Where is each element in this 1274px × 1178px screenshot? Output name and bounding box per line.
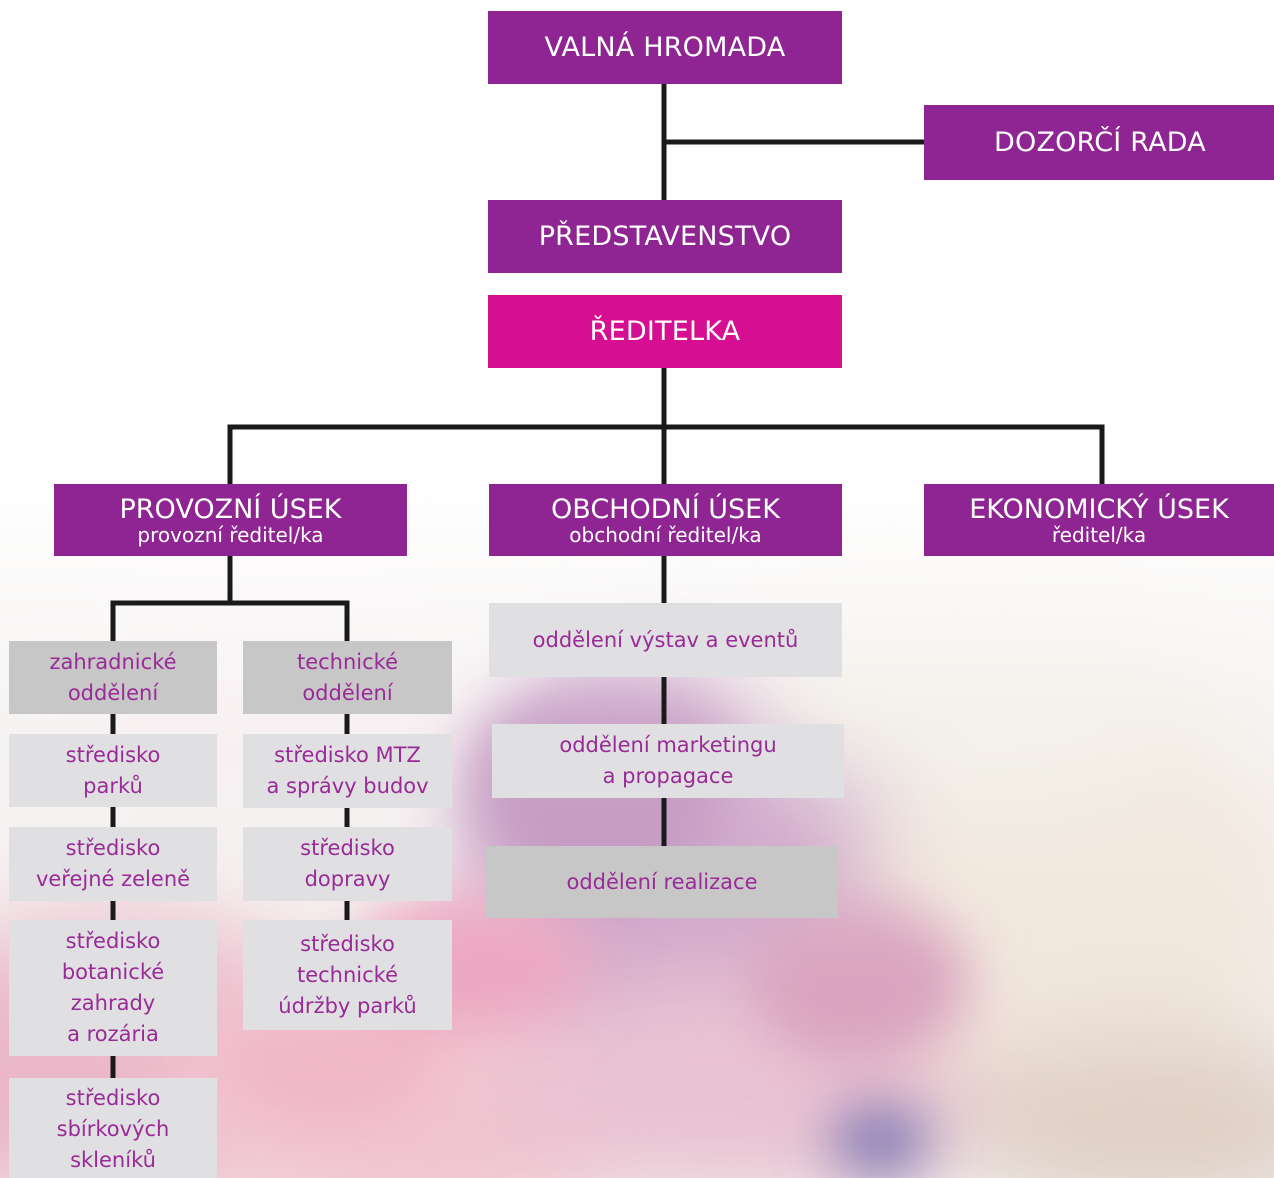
- operations-section-subtitle: provozní ředitel/ka: [137, 522, 324, 547]
- garden-dept-box: zahradnické oddělení: [9, 641, 217, 714]
- technical-dept-line: oddělení: [302, 680, 393, 705]
- greenhouses-centre-line: středisko: [65, 1086, 161, 1110]
- botanical-centre-line: a rozária: [67, 1022, 159, 1046]
- parks-centre-line: středisko: [65, 742, 161, 767]
- garden-dept-line: zahradnické: [49, 649, 177, 674]
- botanical-centre-line: botanické: [61, 960, 165, 984]
- public-green-centre-line: středisko: [65, 836, 161, 860]
- economic-section-subtitle: ředitel/ka: [1051, 522, 1147, 547]
- botanical-centre-line: zahrady: [70, 991, 156, 1015]
- garden-dept-line: oddělení: [67, 680, 159, 705]
- operations-section-title: PROVOZNÍ ÚSEK: [119, 493, 342, 525]
- director-label: ŘEDITELKA: [589, 315, 741, 347]
- realization-dept-box: oddělení realizace: [486, 846, 838, 918]
- operations-section-box: PROVOZNÍ ÚSEK provozní ředitel/ka: [54, 484, 407, 556]
- park-maintenance-centre-line: středisko: [300, 931, 395, 956]
- botanical-centre-line: středisko: [65, 929, 161, 953]
- greenhouses-centre-box: středisko sbírkových skleníků: [9, 1078, 217, 1178]
- marketing-dept-box: oddělení marketingu a propagace: [492, 724, 844, 798]
- exhibitions-dept-box: oddělení výstav a eventů: [489, 603, 842, 677]
- board-of-directors-box: PŘEDSTAVENSTVO: [488, 200, 842, 273]
- parks-centre-line: parků: [83, 773, 143, 798]
- mtz-centre-line: středisko MTZ: [274, 743, 421, 767]
- transport-centre-line: středisko: [300, 836, 395, 860]
- commercial-section-subtitle: obchodní ředitel/ka: [569, 522, 762, 547]
- general-meeting-label: VALNÁ HROMADA: [544, 31, 786, 63]
- transport-centre-line: dopravy: [304, 867, 391, 891]
- realization-dept-line: oddělení realizace: [566, 869, 758, 894]
- mtz-centre-line: a správy budov: [266, 774, 429, 798]
- parks-centre-box: středisko parků: [9, 734, 217, 807]
- exhibitions-dept-line: oddělení výstav a eventů: [532, 627, 799, 652]
- technical-dept-line: technické: [296, 649, 399, 674]
- public-green-centre-line: veřejné zeleně: [35, 867, 191, 891]
- commercial-section-box: OBCHODNÍ ÚSEK obchodní ředitel/ka: [489, 484, 842, 556]
- mtz-centre-box: středisko MTZ a správy budov: [243, 734, 452, 808]
- economic-section-box: EKONOMICKÝ ÚSEK ředitel/ka: [924, 484, 1274, 556]
- greenhouses-centre-line: skleníků: [70, 1148, 156, 1172]
- greenhouses-centre-line: sbírkových: [56, 1117, 170, 1141]
- transport-centre-box: středisko dopravy: [243, 827, 452, 901]
- director-box: ŘEDITELKA: [488, 295, 842, 368]
- park-maintenance-centre-line: technické: [296, 962, 399, 987]
- supervisory-board-label: DOZORČÍ RADA: [994, 126, 1206, 158]
- public-green-centre-box: středisko veřejné zeleně: [9, 827, 217, 901]
- technical-dept-box: technické oddělení: [243, 641, 452, 714]
- marketing-dept-line: oddělení marketingu: [559, 733, 777, 757]
- supervisory-board-box: DOZORČÍ RADA: [924, 105, 1274, 180]
- marketing-dept-line: a propagace: [602, 764, 734, 788]
- general-meeting-box: VALNÁ HROMADA: [488, 11, 842, 84]
- botanical-centre-box: středisko botanické zahrady a rozária: [9, 920, 217, 1056]
- board-of-directors-label: PŘEDSTAVENSTVO: [538, 220, 792, 252]
- park-maintenance-centre-box: středisko technické údržby parků: [243, 920, 452, 1030]
- park-maintenance-centre-line: údržby parků: [278, 993, 417, 1018]
- economic-section-title: EKONOMICKÝ ÚSEK: [969, 493, 1229, 525]
- commercial-section-title: OBCHODNÍ ÚSEK: [551, 493, 780, 525]
